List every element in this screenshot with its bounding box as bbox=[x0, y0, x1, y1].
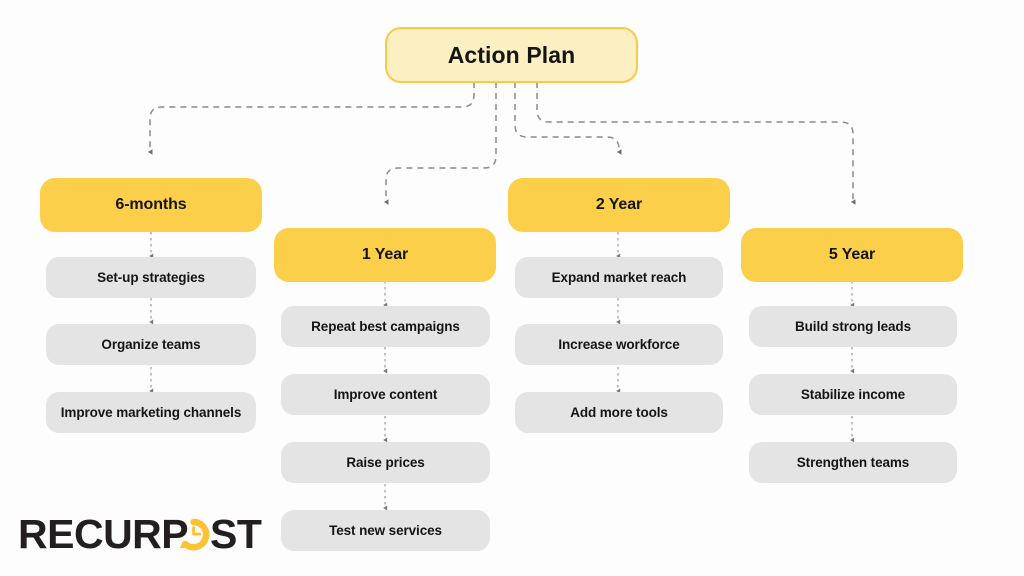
step-node-five-year-3[interactable]: Strengthen teams bbox=[749, 442, 957, 483]
step-node-label: Repeat best campaigns bbox=[311, 319, 460, 334]
step-node-five-year-1[interactable]: Build strong leads bbox=[749, 306, 957, 347]
step-node-two-year-1[interactable]: Expand market reach bbox=[515, 257, 723, 298]
connector-root-to-two-year bbox=[514, 82, 622, 155]
phase-node-six-months[interactable]: 6-months bbox=[40, 178, 262, 232]
root-node-label: Action Plan bbox=[447, 41, 576, 68]
step-node-six-months-1[interactable]: Set-up strategies bbox=[46, 257, 256, 298]
step-node-label: Expand market reach bbox=[551, 270, 687, 285]
step-node-six-months-3[interactable]: Improve marketing channels bbox=[46, 392, 256, 433]
phase-node-label: 6-months bbox=[115, 196, 187, 213]
logo-text-left: RECURP bbox=[18, 513, 188, 557]
step-node-one-year-4[interactable]: Test new services bbox=[281, 510, 490, 551]
step-node-label: Stabilize income bbox=[800, 387, 906, 402]
step-node-label: Improve content bbox=[333, 387, 438, 402]
step-node-five-year-2[interactable]: Stabilize income bbox=[749, 374, 957, 415]
step-node-label: Add more tools bbox=[570, 405, 668, 420]
connector-root-to-six-months bbox=[147, 82, 475, 155]
phase-node-label: 2 Year bbox=[595, 196, 643, 213]
step-node-two-year-3[interactable]: Add more tools bbox=[515, 392, 723, 433]
step-node-label: Organize teams bbox=[101, 337, 201, 352]
step-node-label: Set-up strategies bbox=[97, 270, 205, 285]
step-node-label: Increase workforce bbox=[558, 337, 680, 352]
phase-node-label: 1 Year bbox=[361, 246, 409, 263]
clock-icon bbox=[179, 518, 210, 551]
logo-text-right: ST bbox=[210, 513, 262, 557]
step-node-one-year-2[interactable]: Improve content bbox=[281, 374, 490, 415]
phase-node-two-year[interactable]: 2 Year bbox=[508, 178, 730, 232]
step-node-two-year-2[interactable]: Increase workforce bbox=[515, 324, 723, 365]
step-node-six-months-2[interactable]: Organize teams bbox=[46, 324, 256, 365]
root-node-action-plan[interactable]: Action Plan bbox=[385, 27, 638, 83]
step-node-label: Test new services bbox=[329, 523, 442, 538]
step-node-label: Raise prices bbox=[346, 455, 425, 470]
phase-node-one-year[interactable]: 1 Year bbox=[274, 228, 496, 282]
step-node-one-year-3[interactable]: Raise prices bbox=[281, 442, 490, 483]
phase-node-five-year[interactable]: 5 Year bbox=[741, 228, 963, 282]
phase-node-label: 5 Year bbox=[828, 246, 876, 263]
recurpost-logo-mark: RECURP ST bbox=[18, 513, 262, 557]
recurpost-logo: RECURP ST bbox=[18, 509, 266, 563]
step-node-label: Improve marketing channels bbox=[60, 405, 242, 420]
step-node-label: Build strong leads bbox=[795, 319, 911, 334]
step-node-label: Strengthen teams bbox=[796, 455, 910, 470]
connector-root-to-one-year bbox=[383, 82, 497, 205]
step-node-one-year-1[interactable]: Repeat best campaigns bbox=[281, 306, 490, 347]
